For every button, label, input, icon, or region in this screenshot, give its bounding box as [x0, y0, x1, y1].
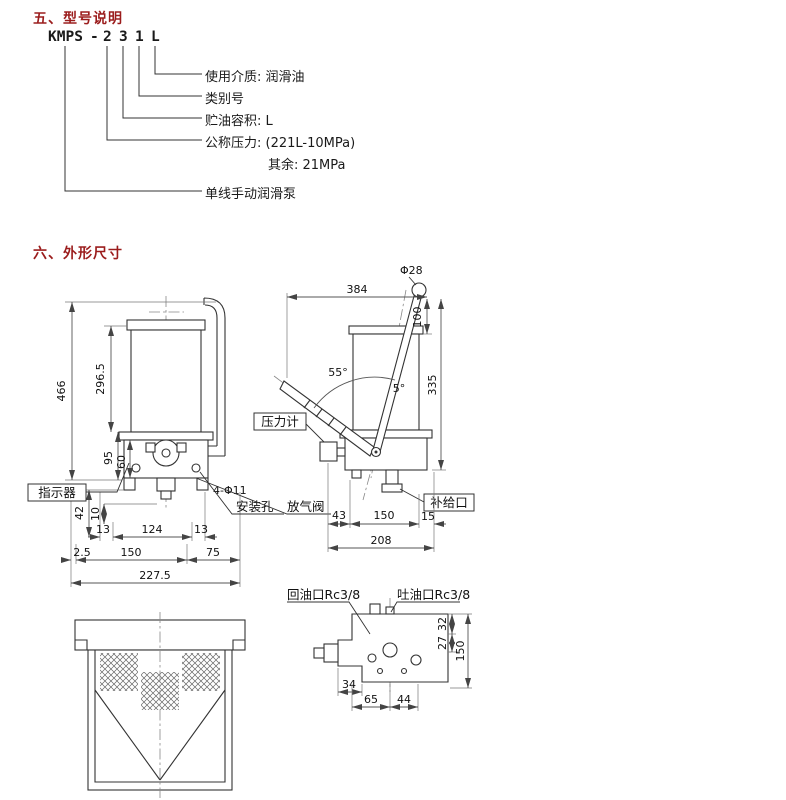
side-dims: 384 Φ28 100 335 55° 5° 压力计 补给口 [253, 264, 475, 552]
dim-42: 42 [73, 506, 86, 520]
dimension-drawings: 466 296.5 95 60 42 10 13 [27, 264, 475, 798]
section5-title: 五、型号说明 [33, 11, 123, 27]
discharge-port-hole [410, 654, 422, 666]
dim-65: 65 [364, 693, 378, 706]
dim-13-left: 13 [96, 523, 110, 536]
label-volume: 贮油容积: L [205, 114, 273, 129]
dim-13-right: 13 [194, 523, 208, 536]
model-code-part: - [90, 29, 99, 45]
side-view [273, 282, 433, 501]
dim-124: 124 [142, 523, 163, 536]
pump-flange [118, 431, 214, 441]
model-code-part: 2 [103, 29, 112, 45]
dim-227-5: 227.5 [139, 569, 171, 582]
dim-10: 10 [89, 507, 102, 521]
port-labels-dims: 回油口Rc3/8 吐油口Rc3/8 34 65 44 32 27 [287, 587, 472, 711]
front-dims: 466 296.5 95 60 42 10 13 [27, 301, 331, 587]
model-code-part: 1 [135, 29, 144, 45]
mount-hole-right [191, 463, 201, 473]
label-pressure: 公称压力: (221L-10MPa) [205, 136, 356, 151]
dim-150-side: 150 [374, 509, 395, 522]
gauge-label-box [253, 412, 307, 431]
section6-title: 六、外形尺寸 [33, 246, 123, 262]
mount-holes-label: 4-Φ11 [213, 484, 247, 497]
dim-95: 95 [102, 451, 115, 465]
dim-60: 60 [115, 455, 128, 469]
dim-32: 32 [436, 617, 449, 631]
mount-holes-label2: 安装孔 [236, 499, 274, 514]
bottom-outlet [156, 477, 176, 492]
model-code-part: KMPS [48, 29, 83, 45]
dim-384: 384 [347, 283, 368, 296]
top-view [74, 612, 246, 798]
dim-296-5: 296.5 [94, 363, 107, 395]
dim-208: 208 [371, 534, 392, 547]
discharge-port-label: 吐油口Rc3/8 [397, 587, 470, 602]
supply-label: 补给口 [430, 495, 468, 510]
handle-socket [279, 380, 375, 457]
dim-15: 15 [421, 510, 435, 523]
label-pump-name: 单线手动润滑泵 [205, 187, 297, 202]
dim-150-front: 150 [121, 546, 142, 559]
return-port-label: 回油口Rc3/8 [287, 587, 360, 602]
air-valve-label: 放气阀 [287, 499, 325, 514]
angle-5: 5° [393, 382, 406, 395]
model-code-part: 3 [119, 29, 128, 45]
label-medium: 使用介质: 润滑油 [205, 70, 305, 85]
tank-cap [126, 319, 206, 331]
dim-27: 27 [436, 636, 449, 650]
front-view [118, 296, 226, 508]
supply-port [385, 469, 399, 485]
dim-phi28: Φ28 [400, 264, 423, 277]
label-pressure-rest: 其余: 21MPa [268, 158, 346, 173]
label-category: 类别号 [205, 92, 245, 107]
dim-34: 34 [342, 678, 356, 691]
hatch-area-right [182, 653, 220, 691]
indicator-label: 指示器 [38, 485, 76, 500]
dim-75: 75 [206, 546, 220, 559]
dim-466: 466 [55, 381, 68, 402]
crank-circle [152, 439, 180, 467]
gauge-label: 压力计 [261, 414, 299, 429]
hatch-area-left [100, 653, 138, 691]
tank-body [130, 329, 202, 433]
angle-55: 55° [328, 366, 348, 379]
pressure-gauge [319, 441, 338, 462]
indicator-label-box [27, 483, 87, 502]
port-view [313, 598, 458, 692]
model-code-part: L [151, 29, 160, 45]
handle-knob [411, 282, 427, 298]
port-block [337, 613, 449, 683]
dim-2-5: 2.5 [73, 546, 91, 559]
dim-100: 100 [411, 307, 424, 328]
model-connector-lines [64, 46, 202, 192]
dim-43: 43 [332, 509, 346, 522]
return-port-hole [382, 642, 398, 658]
dim-44: 44 [397, 693, 411, 706]
dim-150-port: 150 [454, 641, 467, 662]
supply-label-box [423, 493, 475, 512]
dim-335: 335 [426, 375, 439, 396]
filler-pipe [208, 318, 226, 457]
